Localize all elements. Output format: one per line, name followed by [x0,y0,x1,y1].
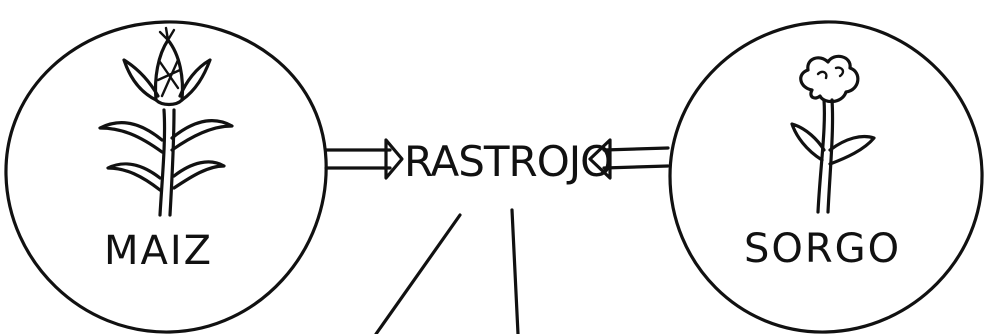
sorgo-node: SORGO [670,22,982,332]
maiz-node: MAIZ [6,22,326,332]
sorgo-label: SORGO [744,226,901,272]
maiz-label: MAIZ [104,228,213,274]
rastrojo-label: RASTROJO [404,137,612,186]
rastrojo-right-branch-line [512,210,518,334]
sorghum-plant-icon [792,56,874,212]
rastrojo-left-branch-line [376,215,460,334]
maiz-to-rastrojo-arrow [326,140,402,178]
corn-plant-icon [100,28,232,215]
sorgo-circle [670,22,982,332]
maiz-circle [6,22,326,332]
